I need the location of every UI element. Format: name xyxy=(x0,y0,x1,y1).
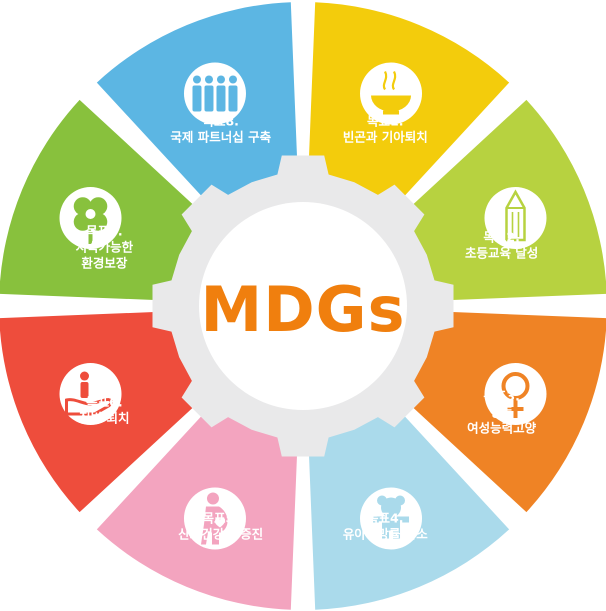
pencil-icon xyxy=(484,186,547,249)
goal-5-number: 목표5. xyxy=(202,511,238,526)
goal-3-title-line-1: 평등 xyxy=(490,404,514,419)
goal-7-title-line-2: 환경보장 xyxy=(81,256,128,271)
center-gear xyxy=(152,155,454,457)
goal-6-title-line-1: 질병 퇴치 xyxy=(79,410,129,425)
icon-circle xyxy=(360,62,423,125)
icon-circle xyxy=(59,363,122,426)
people-group-icon xyxy=(183,62,246,125)
goal-1-title-line-1: 빈곤과 기아퇴치 xyxy=(343,129,428,144)
goal-2-title-line-1: 초등교육 달성 xyxy=(465,246,538,261)
goal-2-number: 목표2. xyxy=(483,230,519,245)
goal-8-title-line-1: 국제 파트너십 구축 xyxy=(170,129,271,144)
goal-4-number: 목표4. xyxy=(367,511,403,526)
goal-5-title-line-1: 산모건강의 증진 xyxy=(178,527,263,542)
icon-circle xyxy=(484,186,547,249)
goal-3-number: 목표3. xyxy=(483,388,519,403)
pregnant-woman-icon xyxy=(183,487,246,550)
goal-8-number: 목표8. xyxy=(202,113,238,128)
bowl-icon xyxy=(360,62,423,125)
goal-icons xyxy=(59,62,547,550)
goal-1-number: 목표1. xyxy=(367,113,403,128)
female-symbol-icon xyxy=(484,363,547,426)
center-title: MDGs xyxy=(201,273,406,346)
goal-7-title-line-1: 지속가능한 xyxy=(76,240,134,255)
goal-7-number: 목표7. xyxy=(86,224,122,239)
goal-4-title-line-1: 유아사망률 감소 xyxy=(343,527,428,542)
hand-care-icon xyxy=(59,363,122,426)
icon-circle xyxy=(484,363,547,426)
clover-icon xyxy=(59,186,122,249)
gear-center-disc xyxy=(199,202,407,410)
goal-3-title-line-2: 여성능력고양 xyxy=(467,420,537,435)
teddy-bear-icon xyxy=(360,487,423,550)
goal-6-number: 목표6. xyxy=(86,394,122,409)
